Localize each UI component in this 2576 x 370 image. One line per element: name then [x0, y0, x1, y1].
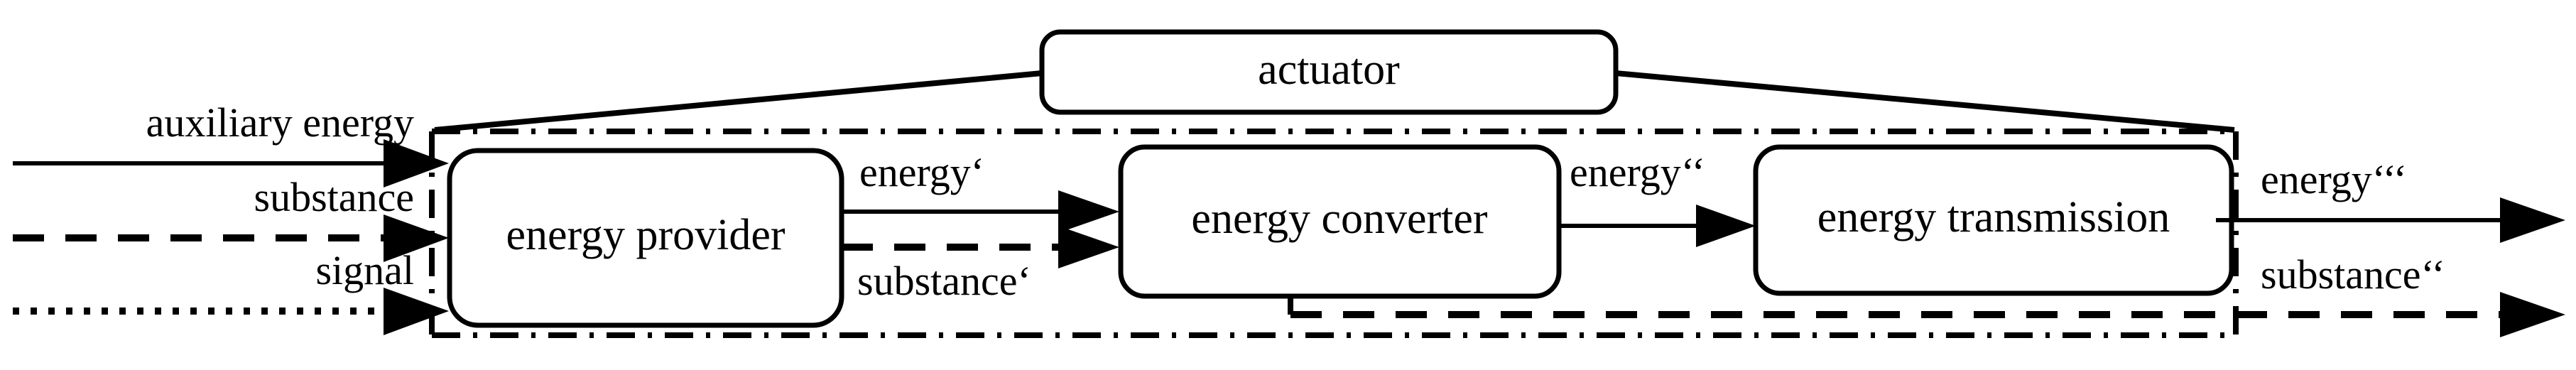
input-substance: substance: [13, 174, 449, 262]
substance-prime-arrowhead: [1058, 226, 1119, 268]
substance-prime-label: substance‘: [857, 258, 1031, 304]
energy-double-arrowhead: [1696, 205, 1756, 247]
energy-prime-label: energy‘: [859, 149, 984, 195]
substance-double-label: substance‘‘: [2261, 251, 2445, 298]
substance-arrowhead: [384, 214, 449, 262]
energy-triple-label: energy‘‘‘: [2261, 156, 2407, 202]
input-signal: signal: [13, 247, 449, 335]
auxiliary-energy-label: auxiliary energy: [146, 99, 414, 146]
substance-double-arrowhead: [2500, 292, 2565, 337]
block-actuator[interactable]: actuator: [1039, 29, 1619, 115]
block-energy-transmission[interactable]: energy transmission: [1753, 144, 2234, 296]
actuator-right-connector: [1615, 70, 2235, 133]
energy-converter-box-shape[interactable]: [1118, 144, 1562, 299]
output-substance-double: substance‘‘: [2236, 251, 2565, 337]
energy-provider-label: energy provider: [506, 211, 785, 259]
flow-substance-prime: substance‘: [842, 226, 1119, 304]
flow-energy-prime: energy‘: [842, 149, 1119, 233]
signal-label: signal: [315, 247, 414, 293]
output-energy-triple: energy‘‘‘: [2216, 156, 2565, 243]
actuator-connectors: [434, 70, 2235, 133]
auxiliary-energy-arrowhead: [384, 139, 449, 187]
actuator-label: actuator: [1258, 45, 1400, 94]
flow-energy-double: energy‘‘: [1559, 149, 1756, 247]
converter-substance-branch: [1288, 296, 2236, 318]
block-energy-converter[interactable]: energy converter: [1118, 144, 1562, 299]
energy-double-label: energy‘‘: [1570, 149, 1705, 195]
energy-triple-arrowhead: [2500, 197, 2565, 243]
substance-label: substance: [254, 174, 415, 220]
actuator-box-shape[interactable]: [1039, 29, 1619, 115]
signal-arrowhead: [384, 288, 449, 335]
energy-provider-box-shape[interactable]: [447, 148, 844, 328]
energy-converter-label: energy converter: [1191, 195, 1487, 243]
energy-transmission-label: energy transmission: [1817, 193, 2170, 241]
energy-prime-arrowhead: [1058, 190, 1119, 233]
block-energy-provider[interactable]: energy provider: [447, 148, 844, 328]
actuator-left-connector: [434, 70, 1043, 133]
input-auxiliary-energy: auxiliary energy: [13, 99, 449, 187]
